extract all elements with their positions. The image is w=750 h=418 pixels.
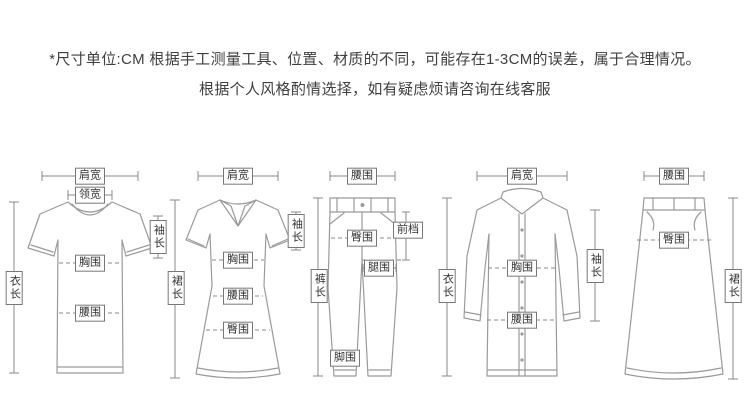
measurement-diagrams-row: 肩宽 领宽 袖长 衣长 胸围 腰围 肩宽 袖长 裙长 胸围 腰围 臀围: [0, 167, 750, 390]
garment-length-label: 衣长: [438, 269, 456, 303]
shoulder-width-label: 肩宽: [223, 167, 253, 185]
size-note-line2: 根据个人风格酌情选择，如有疑虑烦请咨询在线客服: [199, 81, 551, 98]
waist-label: 腰围: [223, 287, 253, 305]
garment-length-label: 衣长: [5, 271, 23, 305]
leg-opening-label: 脚围: [330, 349, 360, 367]
shoulder-width-label: 肩宽: [75, 167, 105, 185]
thigh-label: 腿围: [364, 259, 394, 277]
chest-label: 胸围: [75, 254, 105, 272]
collar-width-label: 领宽: [75, 186, 105, 204]
shirt-diagram: 肩宽 衣长 袖长 胸围 腰围: [437, 167, 607, 390]
sleeve-length-label: 袖长: [149, 220, 167, 254]
dress-diagram: 肩宽 袖长 裙长 胸围 腰围 臀围: [167, 167, 308, 390]
pants-drawing: [313, 171, 410, 377]
skirt-diagram: 腰围 臀围 裙长: [609, 167, 744, 390]
shirt-drawing: [442, 171, 600, 377]
sleeve-length-label: 袖长: [287, 214, 305, 248]
skirt-length-label: 裙长: [724, 269, 742, 303]
shoulder-width-label: 肩宽: [507, 167, 537, 185]
hip-label: 臀围: [223, 321, 253, 339]
chest-label: 胸围: [507, 259, 537, 277]
chest-label: 胸围: [223, 251, 253, 269]
size-note-line1: *尺寸单位:CM 根据手工测量工具、位置、材质的不同，可能存在1-3CM的误差，…: [49, 51, 701, 68]
waist-label: 腰围: [347, 167, 377, 185]
dress-drawing: [170, 171, 301, 379]
hip-label: 臀围: [347, 229, 377, 247]
pants-diagram: 腰围 前档 臀围 腿围 裤长 脚围: [310, 167, 435, 390]
front-rise-label: 前档: [393, 221, 423, 239]
sleeve-length-label: 袖长: [586, 249, 604, 283]
waist-label: 腰围: [659, 167, 689, 185]
tshirt-diagram: 肩宽 领宽 袖长 衣长 胸围 腰围: [5, 167, 167, 390]
waist-label: 腰围: [507, 311, 537, 329]
skirt-length-label: 裙长: [167, 271, 185, 305]
pants-length-label: 裤长: [310, 269, 328, 303]
hip-label: 臀围: [659, 231, 689, 249]
waist-label: 腰围: [75, 304, 105, 322]
